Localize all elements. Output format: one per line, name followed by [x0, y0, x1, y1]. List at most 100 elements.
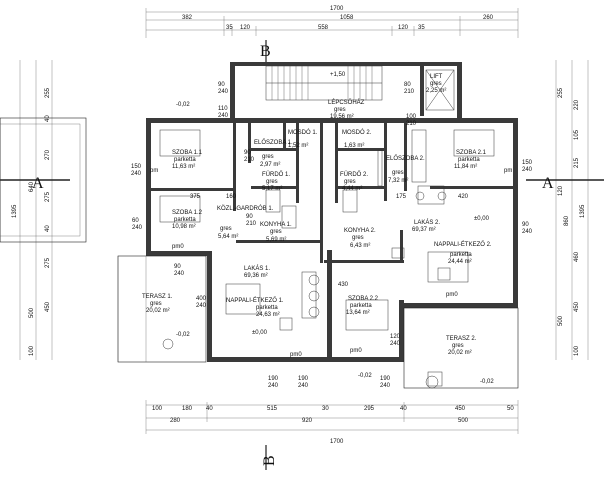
room-name: KONYHA 1.: [260, 222, 292, 228]
dim-right-s6: 460: [574, 251, 580, 262]
room-name: NAPPALI-ÉTKEZŐ 2.: [434, 241, 492, 248]
dim-right-s5: 120: [558, 185, 564, 196]
dim-right-total: 1395: [580, 204, 586, 218]
dim-bot-1: 100: [152, 406, 163, 412]
walls: [146, 62, 518, 362]
pm0-mark: pm0: [446, 292, 458, 298]
dim-right-s3: 105: [574, 129, 580, 140]
room-area: 13,64 m²: [346, 310, 370, 316]
room-name: SZOBA 1.1: [172, 150, 203, 156]
top-dimension-chains: 1700 382 1058 260 35 120 558 120 35: [145, 6, 519, 38]
level-stair: -0,02: [358, 373, 372, 379]
room-area: 20,02 m²: [146, 308, 170, 314]
dim-right-s9: 100: [574, 345, 580, 356]
dim-bot-3: 40: [206, 406, 213, 412]
dim-top3-e: 35: [418, 25, 425, 31]
level-center-left: ±0,00: [252, 330, 268, 336]
level-stair-top: +1,50: [330, 72, 346, 78]
section-a-right: A: [542, 175, 554, 192]
room-floor: gres: [262, 154, 274, 160]
pm0-mark: pm0: [290, 352, 302, 358]
room-name: TERASZ 2.: [446, 336, 477, 342]
section-markers: A A B B: [0, 40, 604, 470]
room-floor: parketta: [450, 252, 472, 258]
room-floor: gres: [344, 179, 356, 185]
pm-mark: pm: [150, 168, 158, 174]
room-name: LAKÁS 1.: [244, 265, 270, 272]
dim-bot-2: 180: [182, 406, 193, 412]
dim-left-mid: 640: [29, 181, 35, 192]
room-area: 6,43 m²: [350, 243, 370, 249]
level-center-right: ±0,00: [474, 216, 490, 222]
room-floor: gres: [430, 81, 442, 87]
room-area: 5,64 m²: [218, 234, 238, 240]
dim-left-s9: 100: [29, 345, 35, 356]
fixtures: [159, 129, 495, 389]
room-name: NAPPALI-ÉTKEZŐ 1.: [226, 297, 284, 304]
section-b-bottom: B: [261, 455, 278, 466]
room-name: LÉPCSŐHÁZ: [328, 99, 365, 106]
room-name: MOSDÓ 1.: [288, 129, 318, 136]
dim-right-s4: 215: [574, 157, 580, 168]
room-area: 5,69 m²: [266, 237, 286, 243]
room-area: 24,44 m²: [448, 259, 472, 265]
dim-right-s1: 255: [558, 87, 564, 98]
room-area: 11,63 m²: [172, 164, 195, 170]
room-floor: gres: [352, 235, 364, 241]
dim-right-mid: 860: [564, 215, 570, 226]
room-name: TERASZ 1.: [142, 294, 173, 300]
room-name: MOSDÓ 2.: [342, 129, 372, 136]
room-name: KÖZL.-GARDRÓB 1.: [217, 205, 274, 212]
dim-top-left: 382: [182, 15, 193, 21]
room-area: 1,52 m²: [288, 143, 308, 149]
room-floor: parketta: [174, 157, 196, 163]
dim-left-s1: 255: [45, 87, 51, 98]
level-marks: -0,02 +1,50 ±0,00 ±0,00 -0,02 -0,02 -0,0…: [176, 72, 494, 385]
room-area: 24,63 m²: [256, 312, 280, 318]
room-area: 5,17 m²: [262, 186, 282, 192]
dim-right-s2: 220: [574, 99, 580, 110]
room-area: 2,97 m²: [260, 162, 280, 168]
room-floor: parketta: [350, 303, 372, 309]
dim-top3-b: 120: [240, 25, 251, 31]
level-terrace-right: -0,02: [480, 379, 494, 385]
dim-left-s7: 450: [45, 301, 51, 312]
pm-mark: pm: [504, 168, 512, 174]
room-area: 69,36 m²: [244, 273, 268, 279]
dim-bot-5: 30: [322, 406, 329, 412]
room-area: 11,84 m²: [454, 164, 477, 170]
room-labels: LÉPCSŐHÁZ gres 19,56 m² LIFT gres 2,25 m…: [142, 74, 492, 356]
dim-top-mid: 1058: [340, 15, 354, 21]
pm-marks: pm0 pm0 pm0 pm0 pm pm: [150, 168, 512, 358]
room-area: 69,37 m²: [412, 227, 436, 233]
dim-top-right: 260: [483, 15, 494, 21]
dim-top3-d: 120: [398, 25, 409, 31]
dim-left-s8: 500: [29, 307, 35, 318]
room-area: 19,56 m²: [330, 114, 354, 120]
room-name: SZOBA 2.1: [456, 150, 487, 156]
pm0-mark: pm0: [172, 244, 184, 250]
dim-left-total: 1395: [12, 204, 18, 218]
opening-175: 175: [396, 194, 407, 200]
room-floor: gres: [452, 343, 464, 349]
dim-bot2-b: 920: [302, 418, 313, 424]
dim-bot-total: 1700: [330, 439, 344, 445]
opening-160: 160: [226, 194, 237, 200]
room-area: 20,02 m²: [448, 350, 472, 356]
room-name: ELŐSZOBA 1.: [254, 139, 293, 146]
opening-420: 420: [458, 194, 469, 200]
room-floor: parketta: [256, 305, 278, 311]
